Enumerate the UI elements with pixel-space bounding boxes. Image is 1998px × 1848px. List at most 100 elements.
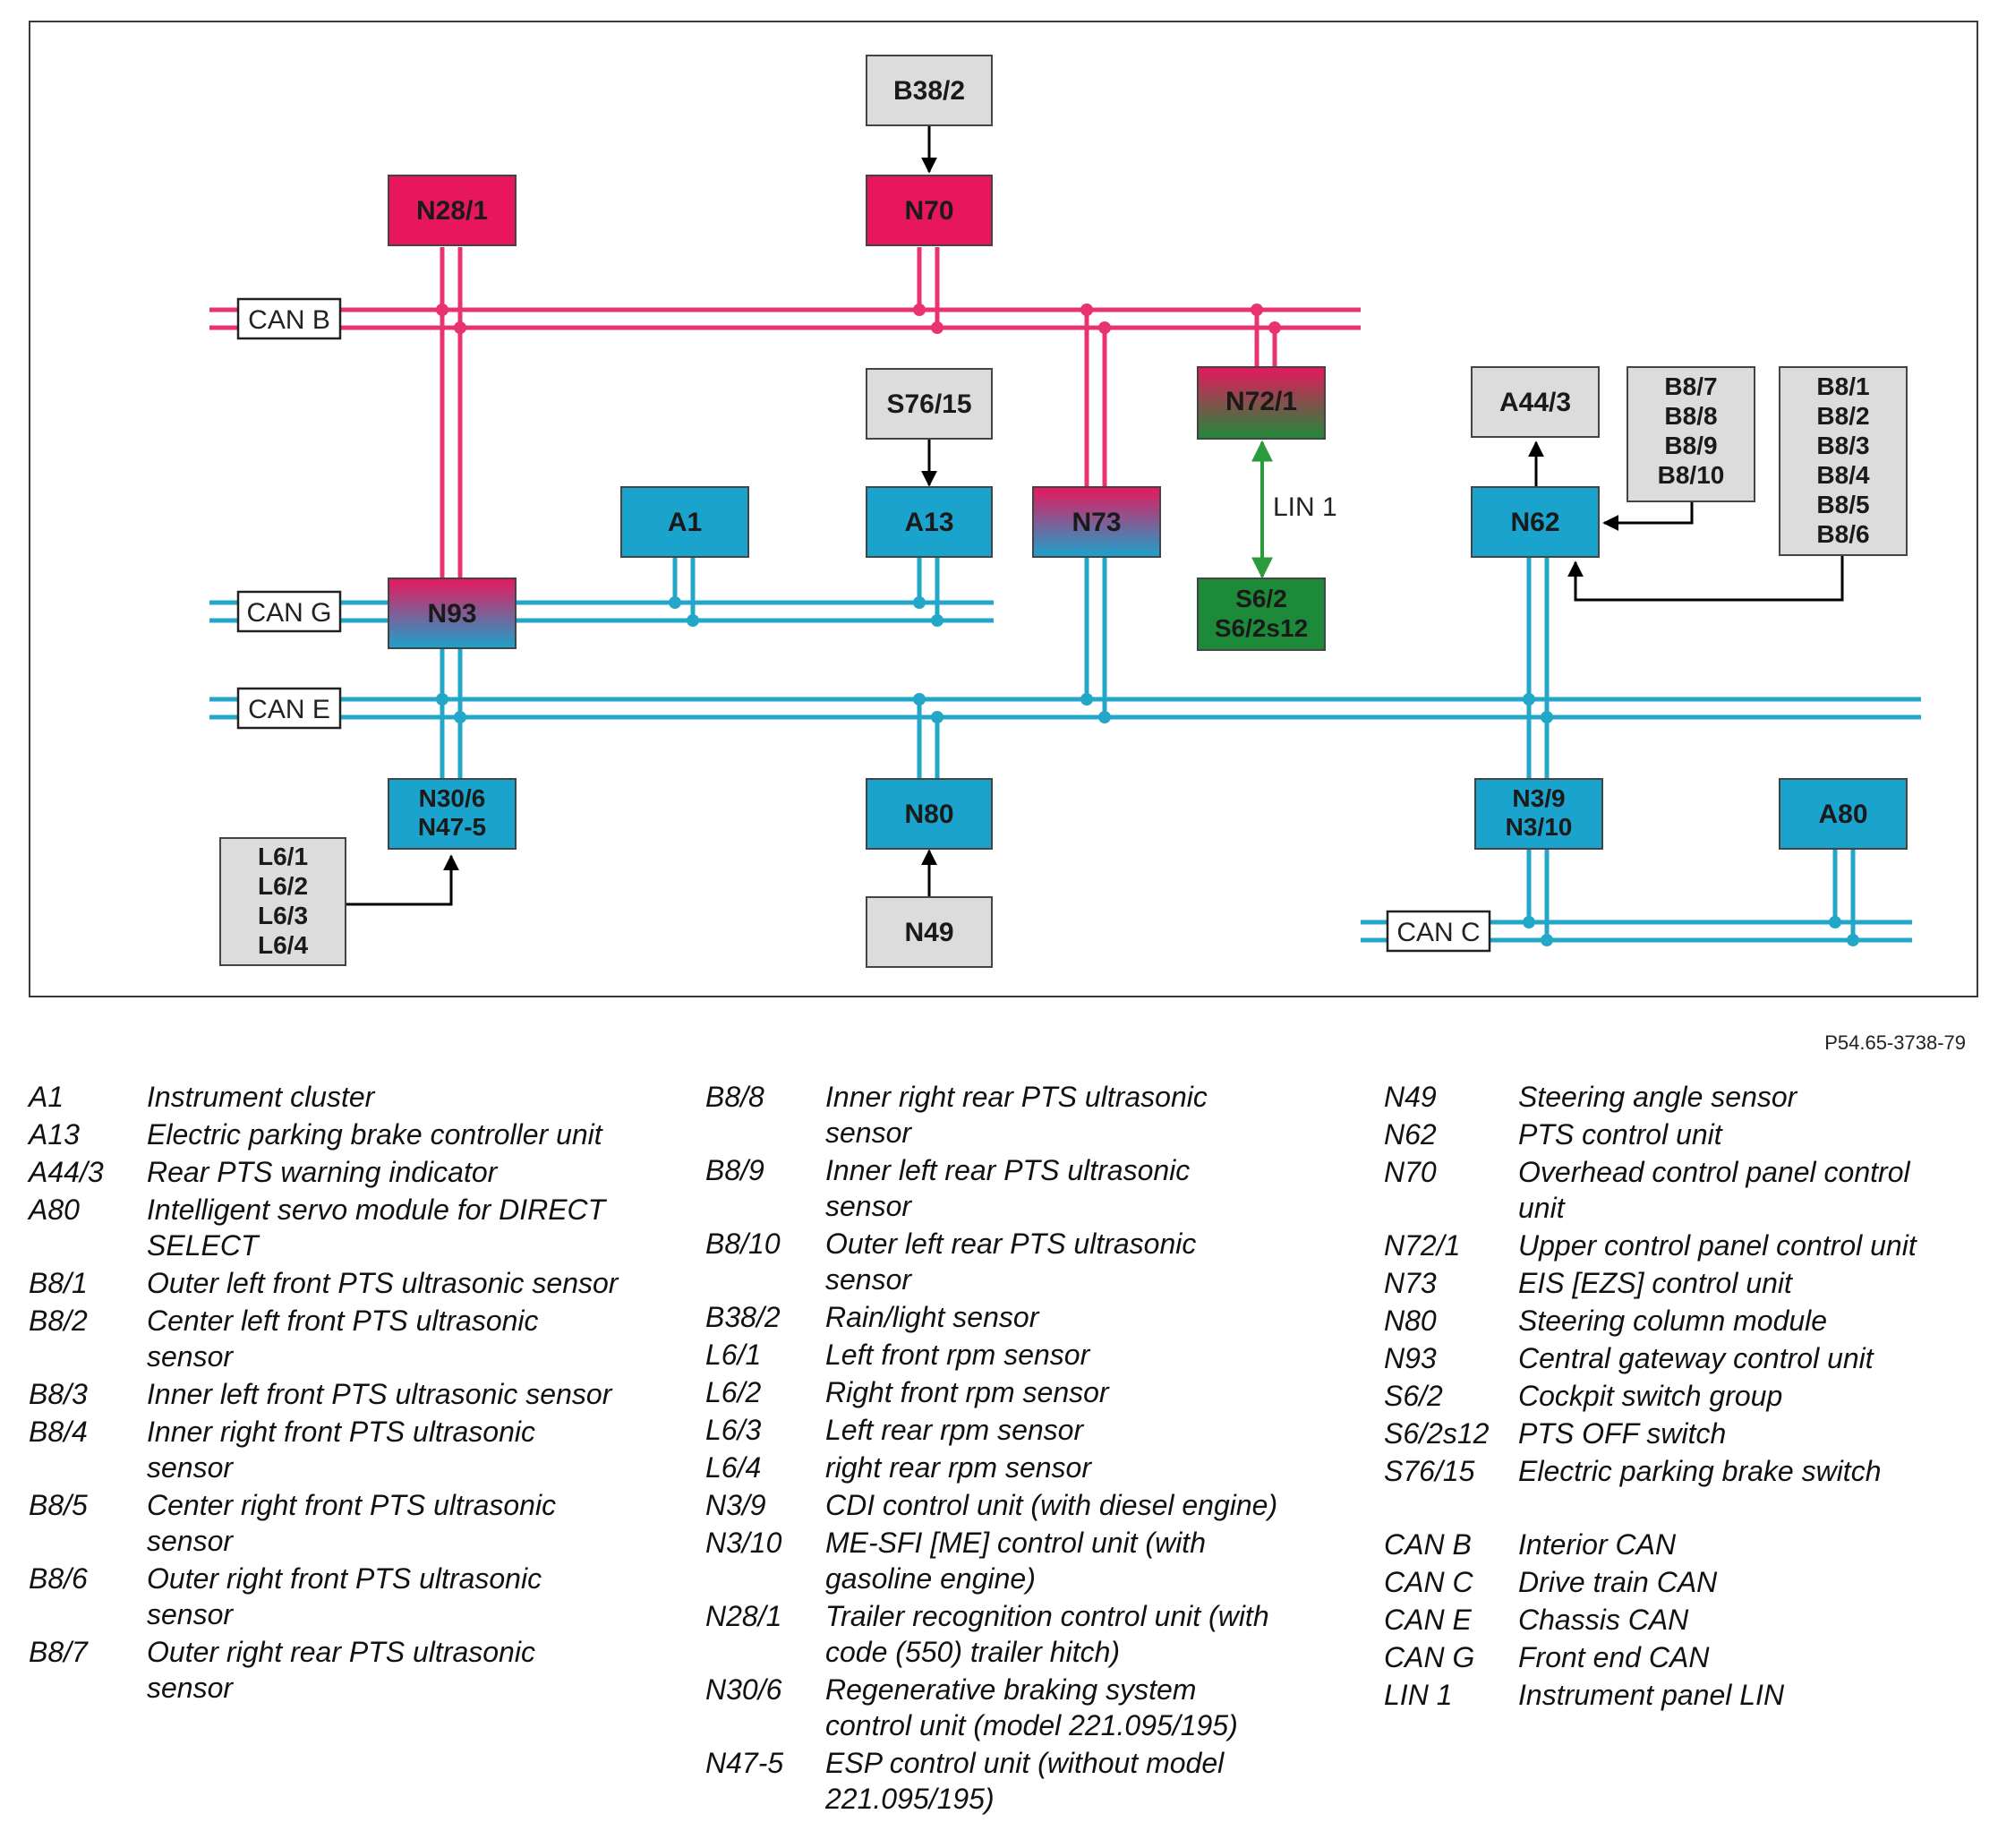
- box-n3-9: N3/9 N3/10: [1474, 778, 1603, 850]
- svg-text:B8/10: B8/10: [1658, 461, 1725, 489]
- svg-text:B8/1: B8/1: [1816, 372, 1869, 400]
- box-a1: A1: [620, 486, 749, 558]
- signal-arrows: [346, 125, 1844, 906]
- svg-text:S6/2: S6/2: [1235, 585, 1287, 612]
- box-s76-15: S76/15: [866, 368, 993, 440]
- svg-text:B38/2: B38/2: [893, 76, 965, 106]
- can-e-label-box: CAN E: [236, 687, 342, 730]
- box-b8-front: B8/1 B8/2 B8/3 B8/4 B8/5 B8/6: [1779, 366, 1908, 556]
- lin-1-label: LIN 1: [1273, 492, 1337, 522]
- svg-text:N93: N93: [427, 599, 476, 629]
- svg-text:N70: N70: [904, 196, 953, 226]
- can-b-label-box: CAN B: [236, 297, 342, 340]
- diagram-frame: [29, 21, 1978, 997]
- svg-text:A44/3: A44/3: [1499, 388, 1571, 417]
- box-a80: A80: [1779, 778, 1908, 850]
- box-n28-1: N28/1: [388, 175, 517, 246]
- svg-text:N62: N62: [1510, 508, 1559, 537]
- svg-text:N49: N49: [904, 918, 953, 947]
- svg-text:S6/2s12: S6/2s12: [1215, 614, 1308, 642]
- svg-text:A13: A13: [904, 508, 953, 537]
- svg-text:N73: N73: [1072, 508, 1121, 537]
- svg-text:B8/2: B8/2: [1816, 402, 1869, 430]
- svg-text:L6/3: L6/3: [258, 902, 308, 929]
- can-c-junctions: [1523, 916, 1859, 946]
- box-a44-3: A44/3: [1471, 366, 1600, 438]
- svg-text:B8/3: B8/3: [1816, 432, 1869, 459]
- box-n73: N73: [1032, 486, 1161, 558]
- svg-text:B8/6: B8/6: [1816, 520, 1869, 548]
- svg-text:N80: N80: [904, 800, 953, 829]
- box-n30-6: N30/6 N47-5: [388, 778, 517, 850]
- svg-text:N3/10: N3/10: [1506, 813, 1573, 841]
- svg-text:B8/7: B8/7: [1664, 372, 1717, 400]
- svg-text:L6/2: L6/2: [258, 872, 308, 900]
- box-b38-2: B38/2: [866, 55, 993, 126]
- can-g-junctions: [669, 596, 944, 627]
- svg-text:N30/6: N30/6: [419, 784, 486, 812]
- svg-text:A1: A1: [668, 508, 702, 537]
- box-n70: N70: [866, 175, 993, 246]
- box-s6-2: S6/2 S6/2s12: [1197, 578, 1326, 651]
- svg-text:N72/1: N72/1: [1225, 387, 1297, 416]
- svg-text:L6/1: L6/1: [258, 843, 308, 870]
- can-e-label: CAN E: [248, 695, 330, 724]
- can-c-label: CAN C: [1396, 918, 1480, 947]
- box-n80: N80: [866, 778, 993, 850]
- can-b-label: CAN B: [248, 305, 330, 335]
- box-l6: L6/1 L6/2 L6/3 L6/4: [219, 837, 346, 966]
- can-g-label-box: CAN G: [236, 590, 342, 633]
- svg-text:B8/8: B8/8: [1664, 402, 1717, 430]
- network-diagram: LIN 1 CAN B CAN G CAN E CAN C B38/2 S76/…: [209, 55, 1921, 968]
- svg-text:A80: A80: [1818, 800, 1867, 829]
- box-n93: N93: [388, 578, 517, 649]
- box-n62: N62: [1471, 486, 1600, 558]
- box-n49: N49: [866, 896, 993, 968]
- legend-spacer: [1384, 1491, 1957, 1527]
- box-a13: A13: [866, 486, 993, 558]
- svg-text:B8/5: B8/5: [1816, 491, 1869, 518]
- can-e-junctions: [436, 693, 1553, 723]
- can-b-bus: [209, 247, 1361, 582]
- svg-text:L6/4: L6/4: [258, 931, 308, 959]
- box-n72-1: N72/1: [1197, 366, 1326, 440]
